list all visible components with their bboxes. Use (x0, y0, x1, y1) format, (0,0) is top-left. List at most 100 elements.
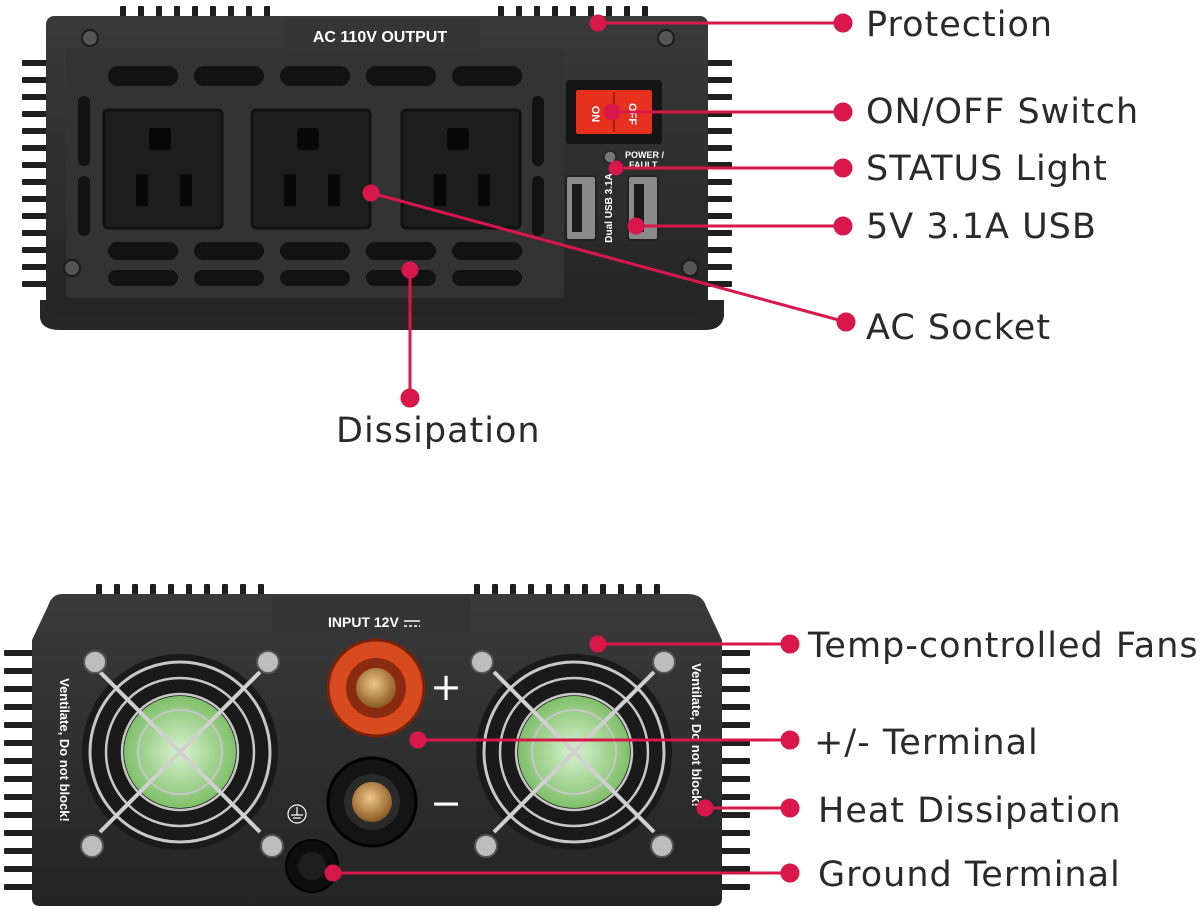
vent-slot (108, 242, 178, 260)
front-vent-slots (78, 66, 544, 286)
heat-sink-fin (716, 650, 750, 656)
heat-sink-fin (702, 145, 732, 151)
ground-terminal (285, 804, 339, 893)
heat-sink-fin (716, 884, 750, 890)
heat-sink-fin (4, 866, 38, 872)
front-label-plate (284, 18, 480, 50)
heat-sink-fin (702, 213, 732, 219)
heat-sink-fin (22, 179, 52, 185)
heat-sink-fin (22, 77, 52, 83)
heat-sink-fin (716, 668, 750, 674)
callout-line-temp-fans (589, 634, 800, 654)
vent-slot (194, 270, 264, 286)
heat-sink-fin (716, 686, 750, 692)
vent-slot (452, 242, 522, 260)
heat-sink-fin (22, 247, 52, 253)
callout-line-status-light (608, 158, 853, 178)
callout-line-dissipation (400, 261, 420, 408)
rear-panel-text: INPUT 12V (328, 614, 399, 630)
heat-sink-fin (4, 740, 38, 746)
callout-label-protection: Protection (866, 5, 1054, 45)
heat-sink-fin (22, 213, 52, 219)
heat-sink-fin (22, 94, 52, 100)
heat-sink-fin (4, 704, 38, 710)
heat-sink-fin (4, 650, 38, 656)
callout-label-ac-socket: AC Socket (866, 308, 1052, 348)
heat-sink-fin (4, 884, 38, 890)
callout-label-status-light: STATUS Light (866, 149, 1108, 189)
heat-sink-fin (716, 866, 750, 872)
callout-label-heat-dissipation: Heat Dissipation (818, 791, 1122, 831)
heat-sink-fin (702, 264, 732, 270)
vent-slot (366, 242, 436, 260)
heat-sink-fin (4, 794, 38, 800)
callout-label-temp-fans: Temp-controlled Fans (808, 626, 1199, 666)
switch-on-text: ON (589, 106, 601, 123)
callout-label-dissipation: Dissipation (336, 411, 541, 451)
vent-slot (280, 270, 350, 286)
heat-sink-fin (702, 230, 732, 236)
heat-sink-fin (4, 686, 38, 692)
ac-socket-3 (400, 108, 522, 230)
heat-sink-fin (702, 77, 732, 83)
heat-sink-fin (716, 794, 750, 800)
vent-slot (78, 176, 90, 236)
heat-sink-fin (4, 812, 38, 818)
callout-line-on-off-switch (603, 102, 853, 122)
heat-sink-fin (22, 264, 52, 270)
vent-slot (452, 270, 522, 286)
vent-slot (194, 66, 264, 86)
rear-label-plate (272, 596, 470, 632)
vent-slot (280, 66, 350, 86)
heat-sink-fin (702, 94, 732, 100)
rear-side-text-left: Ventilate, Do not block! (57, 678, 72, 822)
vent-slot (108, 270, 178, 286)
callout-label-usb: 5V 3.1A USB (866, 207, 1097, 247)
rear-inverter: INPUT 12V Ventilate, Do not block! Venti… (4, 584, 750, 906)
status-text-2: FAULT (629, 160, 658, 170)
vent-slot (532, 176, 544, 236)
vent-slot (194, 242, 264, 260)
heat-sink-fin (716, 776, 750, 782)
vent-slot (452, 66, 522, 86)
usb-text: Dual USB 3.1A (604, 173, 615, 242)
callout-label-on-off-switch: ON/OFF Switch (866, 92, 1140, 132)
fan-left (80, 650, 284, 858)
callout-line-heat-dissipation (696, 798, 800, 818)
usb-ports: Dual USB 3.1A (565, 173, 659, 243)
heat-sink-fin (22, 196, 52, 202)
callout-line-ac-socket (362, 184, 856, 332)
negative-terminal: − (326, 756, 462, 848)
positive-terminal: + (326, 638, 462, 738)
ac-socket-2 (250, 108, 372, 230)
status-light: POWER / FAULT (603, 150, 665, 170)
vent-slot (532, 96, 544, 166)
switch-off-text: OFF (626, 103, 638, 125)
plus-sign: + (430, 665, 462, 709)
callout-line-protection (589, 13, 853, 33)
heat-sink-fin (702, 179, 732, 185)
front-panel-text: AC 110V OUTPUT (313, 29, 447, 46)
heat-sink-fin (716, 812, 750, 818)
minus-sign: − (430, 781, 462, 825)
heat-sink-fin (22, 60, 52, 66)
heat-sink-fin (716, 722, 750, 728)
heat-sink-fin (22, 145, 52, 151)
ac-socket-1 (102, 108, 224, 230)
callout-label-ground-terminal: Ground Terminal (818, 855, 1121, 895)
heat-sink-fin (22, 281, 52, 287)
heat-sink-fin (4, 830, 38, 836)
vent-slot (366, 270, 436, 286)
front-screws (63, 29, 699, 277)
heat-sink-fin (4, 848, 38, 854)
heat-sink-fin (22, 128, 52, 134)
heat-sink-fin (702, 128, 732, 134)
rear-side-text-right: Ventilate, Do not block! (689, 663, 704, 807)
heat-sink-fin (22, 111, 52, 117)
heat-sink-fin (4, 758, 38, 764)
heat-sink-fin (22, 162, 52, 168)
heat-sink-fin (702, 60, 732, 66)
callout-line-ground-terminal (324, 863, 800, 883)
heat-sink-fin (716, 848, 750, 854)
